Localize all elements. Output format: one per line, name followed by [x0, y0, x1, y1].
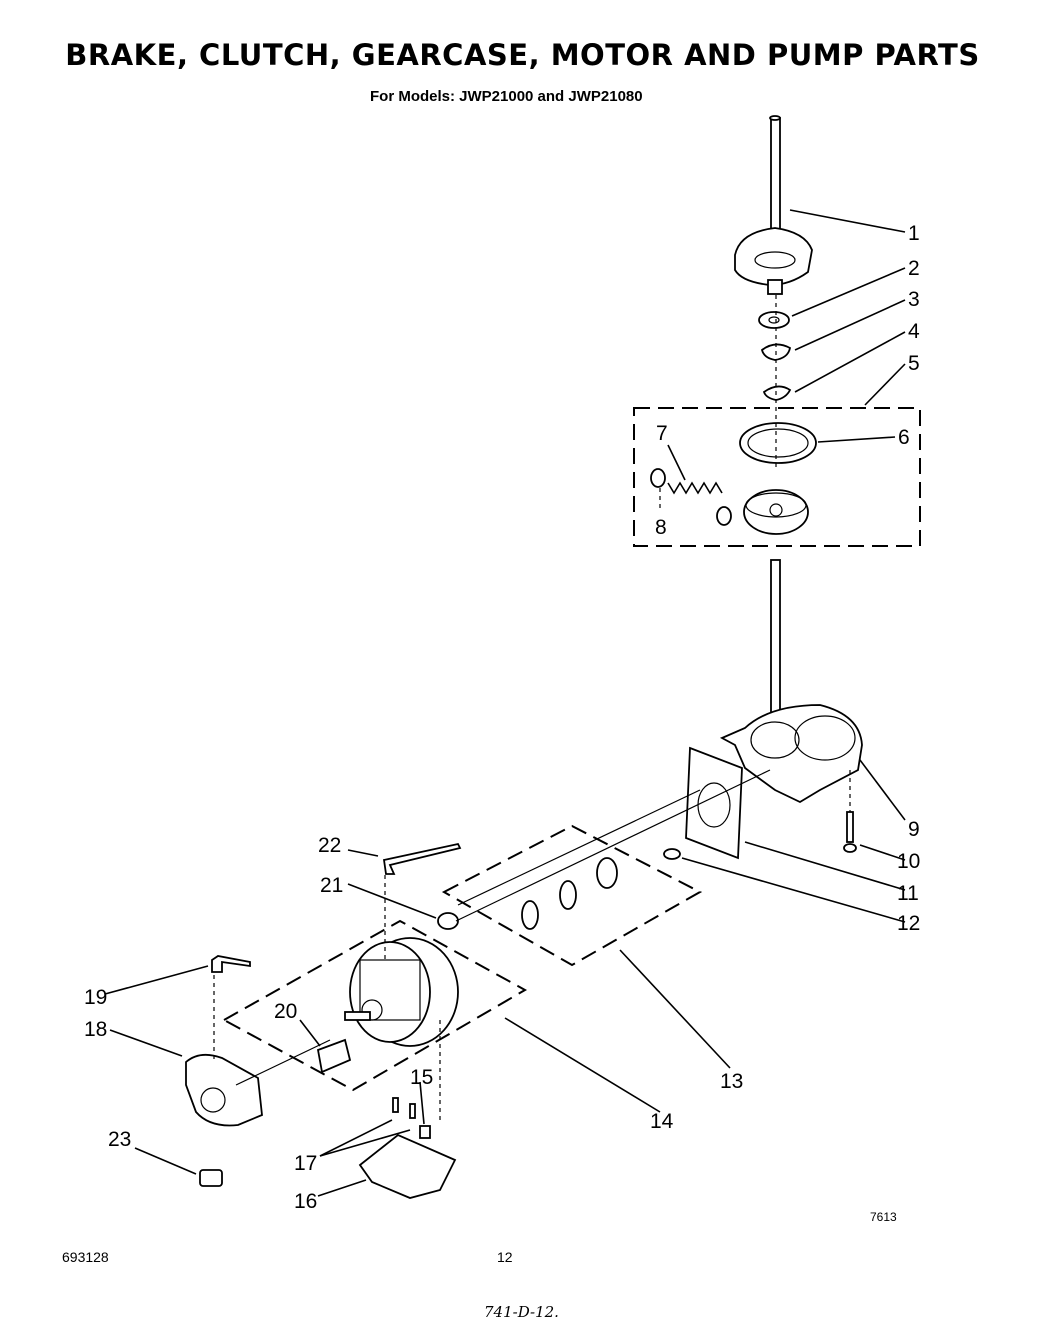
part-6-clutch-band — [739, 422, 817, 464]
drive-shaft — [770, 559, 781, 726]
part-8-washer — [650, 468, 666, 488]
handwritten-note: 741-D-12. — [484, 1303, 559, 1321]
part-2-washer — [758, 311, 790, 329]
models-subtitle: For Models: JWP21000 and JWP21080 — [370, 88, 643, 105]
callout-22: 22 — [318, 834, 341, 857]
coupling-disc-2 — [559, 880, 577, 910]
part-22-rod — [382, 842, 462, 875]
callout-2: 2 — [908, 257, 920, 280]
callout-13: 13 — [720, 1070, 743, 1093]
part-9-gearcase — [719, 704, 863, 804]
part-1-brake-assembly — [734, 115, 813, 295]
callout-23: 23 — [108, 1128, 131, 1151]
document-number: 693128 — [62, 1249, 109, 1265]
callout-8: 8 — [655, 516, 667, 539]
part-11-mount-plate — [685, 746, 743, 860]
part-12-pin — [663, 848, 681, 860]
callout-7: 7 — [656, 422, 668, 445]
part-4-clip — [762, 385, 792, 401]
callout-19: 19 — [84, 986, 107, 1009]
part-17-screw — [392, 1097, 416, 1119]
callout-6: 6 — [898, 426, 910, 449]
clutch-pulley — [743, 489, 809, 535]
part-19-hose — [211, 955, 251, 973]
callout-4: 4 — [908, 320, 920, 343]
callout-17: 17 — [294, 1152, 317, 1175]
callout-10: 10 — [897, 850, 920, 873]
coupling-disc-1 — [521, 900, 539, 930]
callout-numbers: 1 2 3 4 5 6 7 8 9 10 11 12 13 14 15 16 1… — [84, 222, 920, 1213]
drive-motor — [344, 937, 459, 1047]
part-23-plug — [199, 1169, 223, 1187]
part-15-clip — [419, 1125, 431, 1139]
coupling-disc-3 — [596, 857, 618, 889]
page-number: 12 — [497, 1249, 513, 1265]
part-8-washer-2 — [716, 506, 732, 526]
part-7-spring — [667, 481, 723, 495]
assembly-14-box — [221, 919, 528, 1092]
part-10-bolt — [843, 811, 857, 853]
assembly-13-box — [441, 824, 703, 967]
callout-11: 11 — [897, 882, 919, 905]
part-21-cap — [437, 912, 459, 930]
callout-18: 18 — [84, 1018, 107, 1041]
part-16-base — [358, 1133, 457, 1199]
callout-14: 14 — [650, 1110, 674, 1133]
part-18-pump — [185, 1053, 263, 1127]
callout-16: 16 — [294, 1190, 317, 1213]
drawing-code: 7613 — [870, 1210, 897, 1224]
leader-lines — [104, 209, 906, 1197]
page-title: BRAKE, CLUTCH, GEARCASE, MOTOR AND PUMP … — [65, 38, 980, 72]
callout-20: 20 — [274, 1000, 297, 1023]
callout-15: 15 — [410, 1066, 433, 1089]
callout-12: 12 — [897, 912, 920, 935]
callout-21: 21 — [320, 874, 343, 897]
callout-5: 5 — [908, 352, 920, 375]
callout-1: 1 — [908, 222, 920, 245]
callout-3: 3 — [908, 288, 920, 311]
assembly-5-box — [633, 407, 921, 547]
part-20-bracket — [316, 1038, 352, 1074]
callout-9: 9 — [908, 818, 920, 841]
